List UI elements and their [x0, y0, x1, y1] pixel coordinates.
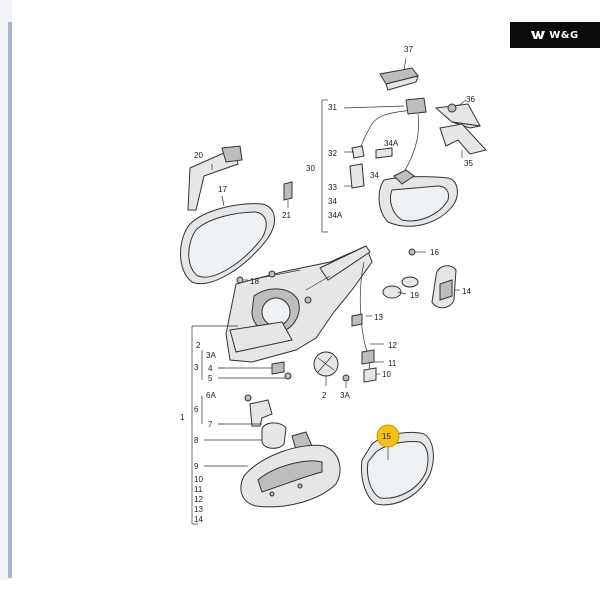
mirror-base-assembly	[225, 245, 373, 363]
part-21-clip	[283, 181, 293, 201]
label-34-mid: 34	[370, 171, 379, 180]
part-34-interior-mirror	[378, 169, 458, 227]
label-36: 36	[466, 95, 475, 104]
part-17-mirror-glass	[180, 203, 276, 285]
label-37: 37	[404, 45, 413, 54]
part-36-35-bracket	[434, 99, 487, 158]
label-31: 31	[328, 103, 337, 112]
label-32: 32	[328, 149, 337, 158]
part-2-adjuster	[313, 351, 350, 382]
label-9: 9	[194, 462, 199, 471]
callout-15-highlight: 15	[376, 424, 400, 448]
label-33: 33	[328, 183, 337, 192]
wg-logo-icon	[531, 31, 546, 39]
part-20-trim-piece	[187, 145, 243, 211]
label-35: 35	[464, 159, 473, 168]
label-3: 3	[194, 363, 199, 372]
label-8: 8	[194, 436, 199, 445]
label-15: 15	[382, 432, 391, 441]
label-6: 6	[194, 405, 199, 414]
label-5: 5	[208, 374, 213, 383]
label-1: 1	[180, 413, 185, 422]
label-34a-list: 34A	[328, 211, 343, 220]
label-list-14: 14	[194, 515, 203, 524]
part-19-grommets	[382, 276, 419, 299]
label-2-left: 2	[196, 341, 201, 350]
label-7: 7	[208, 420, 213, 429]
label-3a-bottom: 3A	[340, 391, 350, 400]
label-2-bottom: 2	[322, 391, 327, 400]
part-4-5-fasteners	[271, 361, 292, 380]
label-18: 18	[250, 277, 259, 286]
label-20: 20	[194, 151, 203, 160]
label-list-11: 11	[194, 485, 203, 494]
part-31-wiring-harness	[349, 97, 427, 189]
label-14: 14	[462, 287, 471, 296]
part-6-7-bracket	[244, 394, 273, 427]
brand-badge: W&G	[510, 22, 600, 48]
label-10: 10	[382, 370, 391, 379]
label-34-list: 34	[328, 197, 337, 206]
label-13: 13	[374, 313, 383, 322]
label-6a: 6A	[206, 391, 216, 400]
label-11: 11	[388, 359, 397, 368]
label-34a-top: 34A	[384, 139, 399, 148]
highlight-badge	[376, 424, 400, 448]
part-15-mirror-glass	[361, 431, 434, 506]
leader-lines	[191, 99, 460, 525]
label-3a-left: 3A	[206, 351, 216, 360]
label-19: 19	[410, 291, 419, 300]
label-17: 17	[218, 185, 227, 194]
label-list-12: 12	[194, 495, 203, 504]
label-21: 21	[282, 211, 291, 220]
callout-labels: 37 36 35 31 32 30 34A 34 33 34 34A 20 17…	[180, 45, 475, 524]
label-30: 30	[306, 164, 315, 173]
label-12: 12	[388, 341, 397, 350]
part-16-screw	[408, 248, 426, 256]
label-4: 4	[208, 364, 213, 373]
part-14-cap	[431, 265, 457, 309]
brand-text: W&G	[549, 29, 579, 41]
label-list-13: 13	[194, 505, 203, 514]
label-list-10: 10	[194, 475, 203, 484]
part-18-screw	[236, 276, 244, 284]
part-9-housing-cover	[240, 444, 341, 508]
left-margin-rule	[8, 22, 12, 578]
part-37-switch	[379, 57, 419, 91]
label-16: 16	[430, 248, 439, 257]
